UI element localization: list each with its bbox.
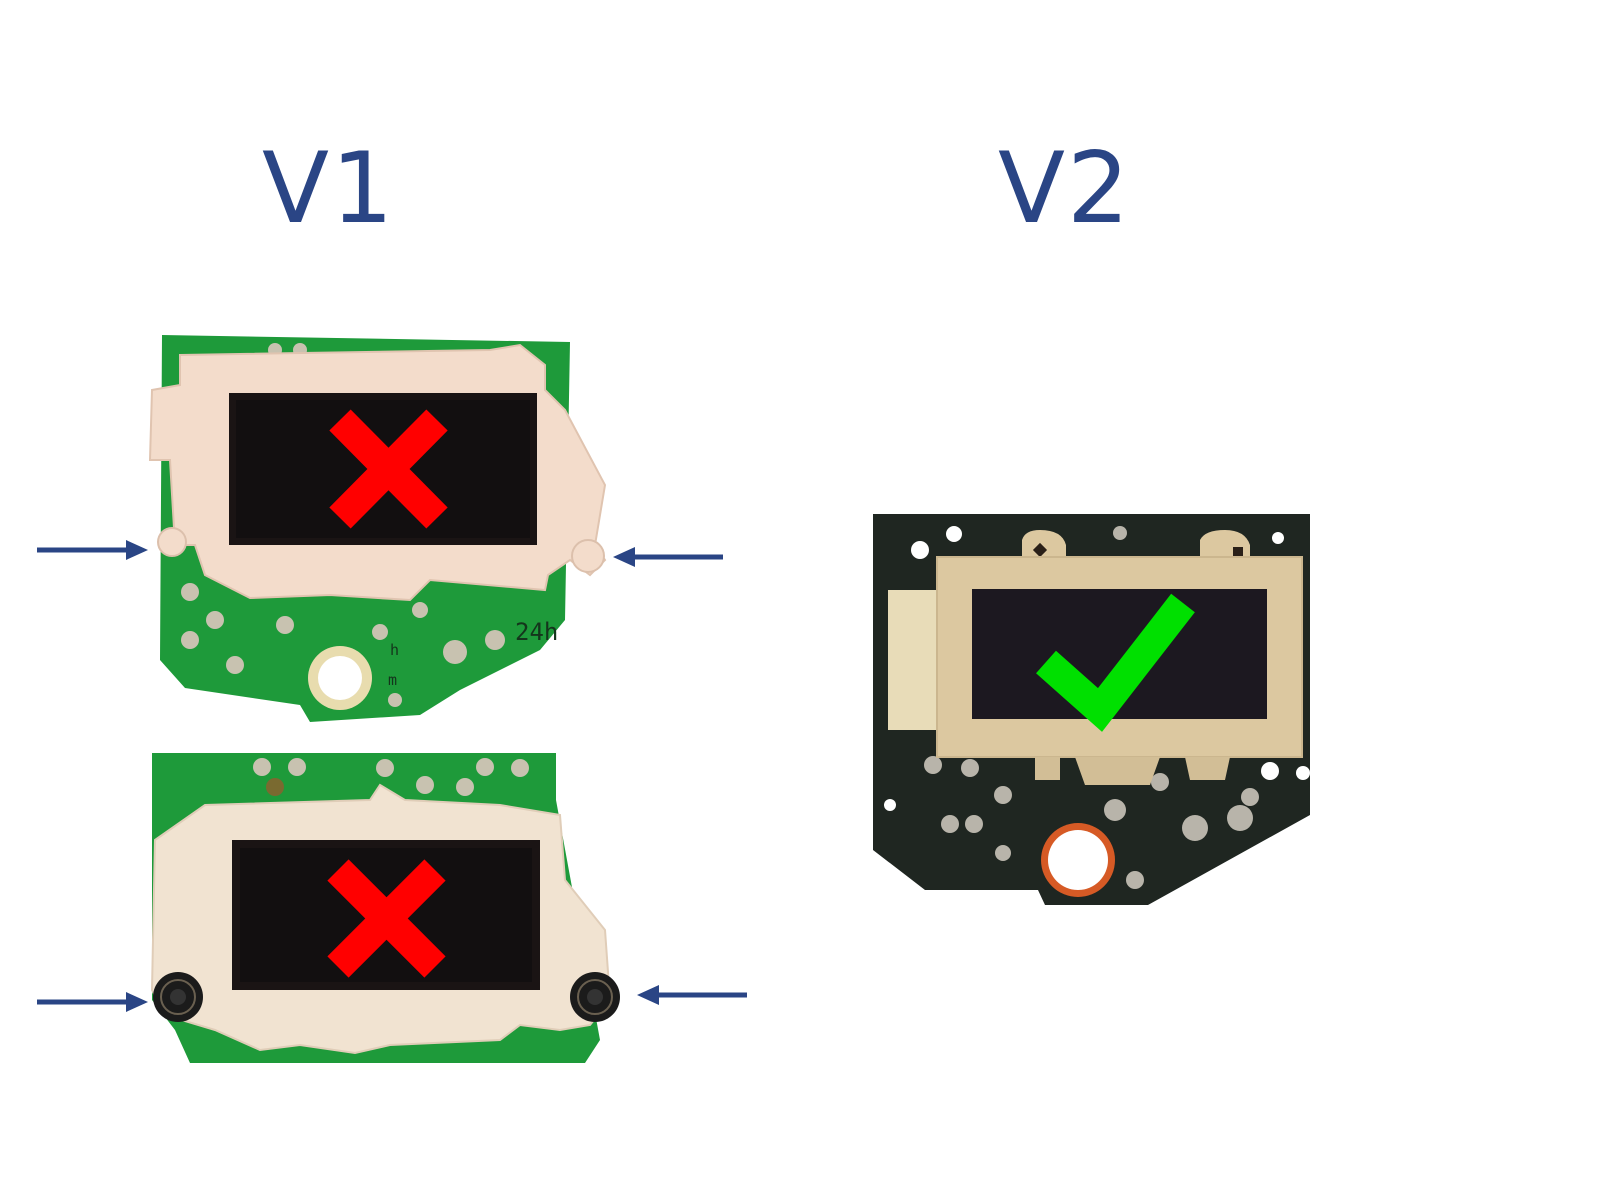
arrow-left-icon-2 — [637, 985, 747, 1005]
arrow-left-icon-1 — [613, 547, 723, 567]
pcb-label-h: h — [390, 641, 399, 659]
v2-board — [873, 514, 1310, 905]
v1-board-top: 24h h m — [148, 335, 607, 722]
arrow-right-icon-1 — [37, 540, 148, 560]
v2-title: V2 — [998, 132, 1131, 246]
pcb-label-m: m — [388, 671, 397, 689]
approve-check-icon — [1036, 593, 1195, 732]
reject-x-icon — [329, 409, 448, 529]
v1-title: V1 — [262, 132, 395, 246]
spring-contact-left — [153, 972, 203, 1022]
spring-contact-right — [570, 972, 620, 1022]
arrow-right-icon-2 — [37, 992, 148, 1012]
reject-x-icon-2 — [327, 859, 446, 978]
pcb-label-24h: 24h — [515, 618, 558, 646]
v1-board-bottom — [150, 753, 620, 1063]
